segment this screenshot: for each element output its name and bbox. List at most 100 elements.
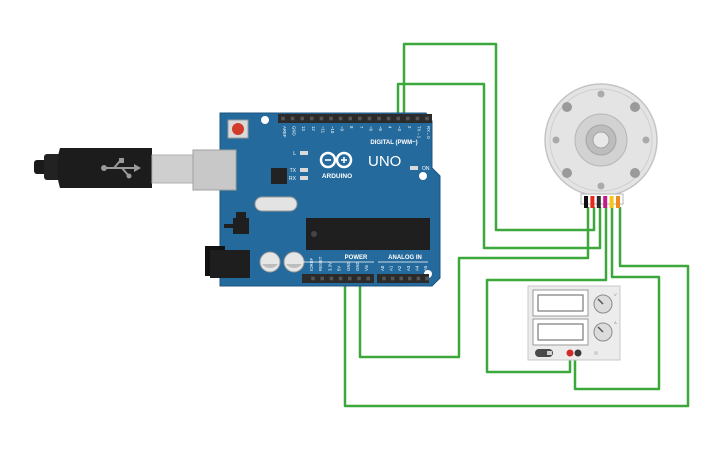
wire-motor-to-supply-red — [485, 207, 608, 374]
analog-pin-socket[interactable] — [425, 276, 429, 281]
digital-header[interactable] — [278, 114, 432, 123]
analog-pin-label: A0 — [380, 265, 385, 271]
power-pin-socket[interactable] — [338, 276, 343, 281]
motor-wire-lead — [609, 196, 614, 208]
usb-icon — [101, 158, 141, 179]
digital-pin-label: 2 — [407, 126, 412, 129]
digital-pin-socket[interactable] — [348, 116, 352, 121]
analog-pin-label: A3 — [406, 265, 411, 271]
digital-pin-socket[interactable] — [338, 116, 343, 121]
wire-d3-to-motor — [396, 82, 602, 250]
digital-header-label: DIGITAL (PWM~) — [370, 140, 417, 146]
power-pin-socket[interactable] — [329, 276, 334, 281]
led-tx: TX — [290, 168, 308, 174]
digital-pin-socket[interactable] — [310, 116, 314, 121]
digital-pin-label: 13 — [301, 126, 306, 131]
power-switch[interactable] — [535, 349, 553, 357]
svg-text:ON: ON — [422, 166, 430, 172]
positive-terminal[interactable] — [566, 349, 574, 357]
digital-pin-label: TX→1 — [416, 126, 421, 139]
motor-wire-lead — [584, 196, 588, 208]
digital-pin-socket[interactable] — [415, 116, 420, 121]
analog-pin-socket[interactable] — [390, 276, 395, 281]
motor-wire-lead — [616, 196, 620, 208]
power-pin-socket[interactable] — [311, 276, 315, 281]
usb-cable[interactable] — [34, 148, 195, 188]
power-pin-label: Vin — [364, 264, 369, 271]
svg-text:L: L — [293, 151, 296, 157]
power-pin-socket[interactable] — [348, 276, 352, 281]
digital-pin-socket[interactable] — [358, 116, 362, 121]
led-rx: RX — [289, 176, 308, 182]
analog-pin-socket[interactable] — [382, 276, 386, 281]
voltage-knob[interactable]: V — [593, 292, 617, 314]
digital-pin-label: AREF — [282, 126, 287, 138]
power-pin-label: GND — [355, 261, 360, 271]
power-pin-label: 5V — [337, 266, 342, 271]
digital-pin-label: 8 — [349, 126, 354, 129]
voltage-display — [532, 289, 589, 317]
motor-screw-hole — [552, 90, 650, 190]
svg-text:RX: RX — [289, 176, 297, 182]
digital-pin-label: 7 — [359, 126, 364, 129]
power-pin-label: IOREF — [309, 257, 314, 271]
svg-text:TX: TX — [290, 168, 297, 174]
digital-pin-socket[interactable] — [406, 116, 410, 121]
digital-pin-socket[interactable] — [281, 116, 285, 121]
motor-wire-lead — [596, 196, 601, 208]
digital-pin-socket[interactable] — [367, 116, 372, 121]
digital-pin-label: 4 — [388, 126, 393, 129]
current-knob[interactable]: A — [593, 320, 617, 342]
digital-pin-label: ~11 — [320, 126, 325, 134]
power-pin-labels: IOREF RESET 3.3V 5V GND GND Vin — [309, 256, 370, 281]
current-display — [532, 318, 589, 346]
power-pin-label: 3.3V — [327, 262, 332, 271]
mounting-hole — [419, 172, 427, 180]
analog-pin-socket[interactable] — [399, 276, 403, 281]
digital-pin-socket[interactable] — [386, 116, 391, 121]
dc-power-jack[interactable] — [205, 246, 250, 278]
power-header[interactable] — [302, 274, 374, 283]
dc-motor-encoder[interactable] — [544, 83, 658, 208]
analog-pin-label: A2 — [397, 265, 402, 271]
negative-terminal[interactable] — [574, 349, 582, 357]
power-supply[interactable]: V A — [527, 285, 621, 361]
analog-pin-socket[interactable] — [416, 276, 421, 281]
power-pin-socket[interactable] — [320, 276, 324, 281]
digital-pin-socket[interactable] — [319, 116, 324, 121]
power-pin-socket[interactable] — [366, 276, 370, 281]
ground-terminal — [594, 351, 598, 355]
power-header-label: POWER — [345, 255, 368, 261]
digital-pin-label: ~5 — [378, 126, 383, 132]
capacitor — [283, 251, 305, 273]
usb-chip — [271, 168, 287, 184]
power-pin-label: GND — [346, 261, 351, 271]
digital-pin-socket[interactable] — [425, 116, 429, 121]
digital-pin-label: ~10 — [330, 126, 335, 134]
digital-pin-socket[interactable] — [329, 116, 333, 121]
reset-button[interactable] — [227, 119, 249, 139]
capacitor — [259, 251, 281, 273]
power-pin-socket[interactable] — [357, 276, 361, 281]
digital-pin-socket[interactable] — [300, 116, 304, 121]
motor-wire-lead — [590, 196, 595, 208]
power-pin-label: RESET — [318, 256, 323, 271]
svg-text:V: V — [614, 292, 617, 297]
svg-text:A: A — [614, 320, 617, 325]
digital-pin-label: ~3 — [397, 126, 402, 132]
usb-port — [192, 149, 237, 191]
analog-pin-socket[interactable] — [408, 276, 412, 281]
digital-pin-label: ~6 — [368, 126, 373, 132]
digital-pin-socket[interactable] — [290, 116, 295, 121]
digital-pin-socket[interactable] — [377, 116, 381, 121]
led-on: ON — [410, 166, 430, 172]
arduino-model-text: UNO — [368, 153, 401, 170]
digital-pin-label: 12 — [311, 126, 316, 131]
wire-5v-to-motor — [358, 207, 590, 359]
digital-pin-socket[interactable] — [396, 116, 400, 121]
analog-pin-label: A1 — [389, 265, 394, 271]
